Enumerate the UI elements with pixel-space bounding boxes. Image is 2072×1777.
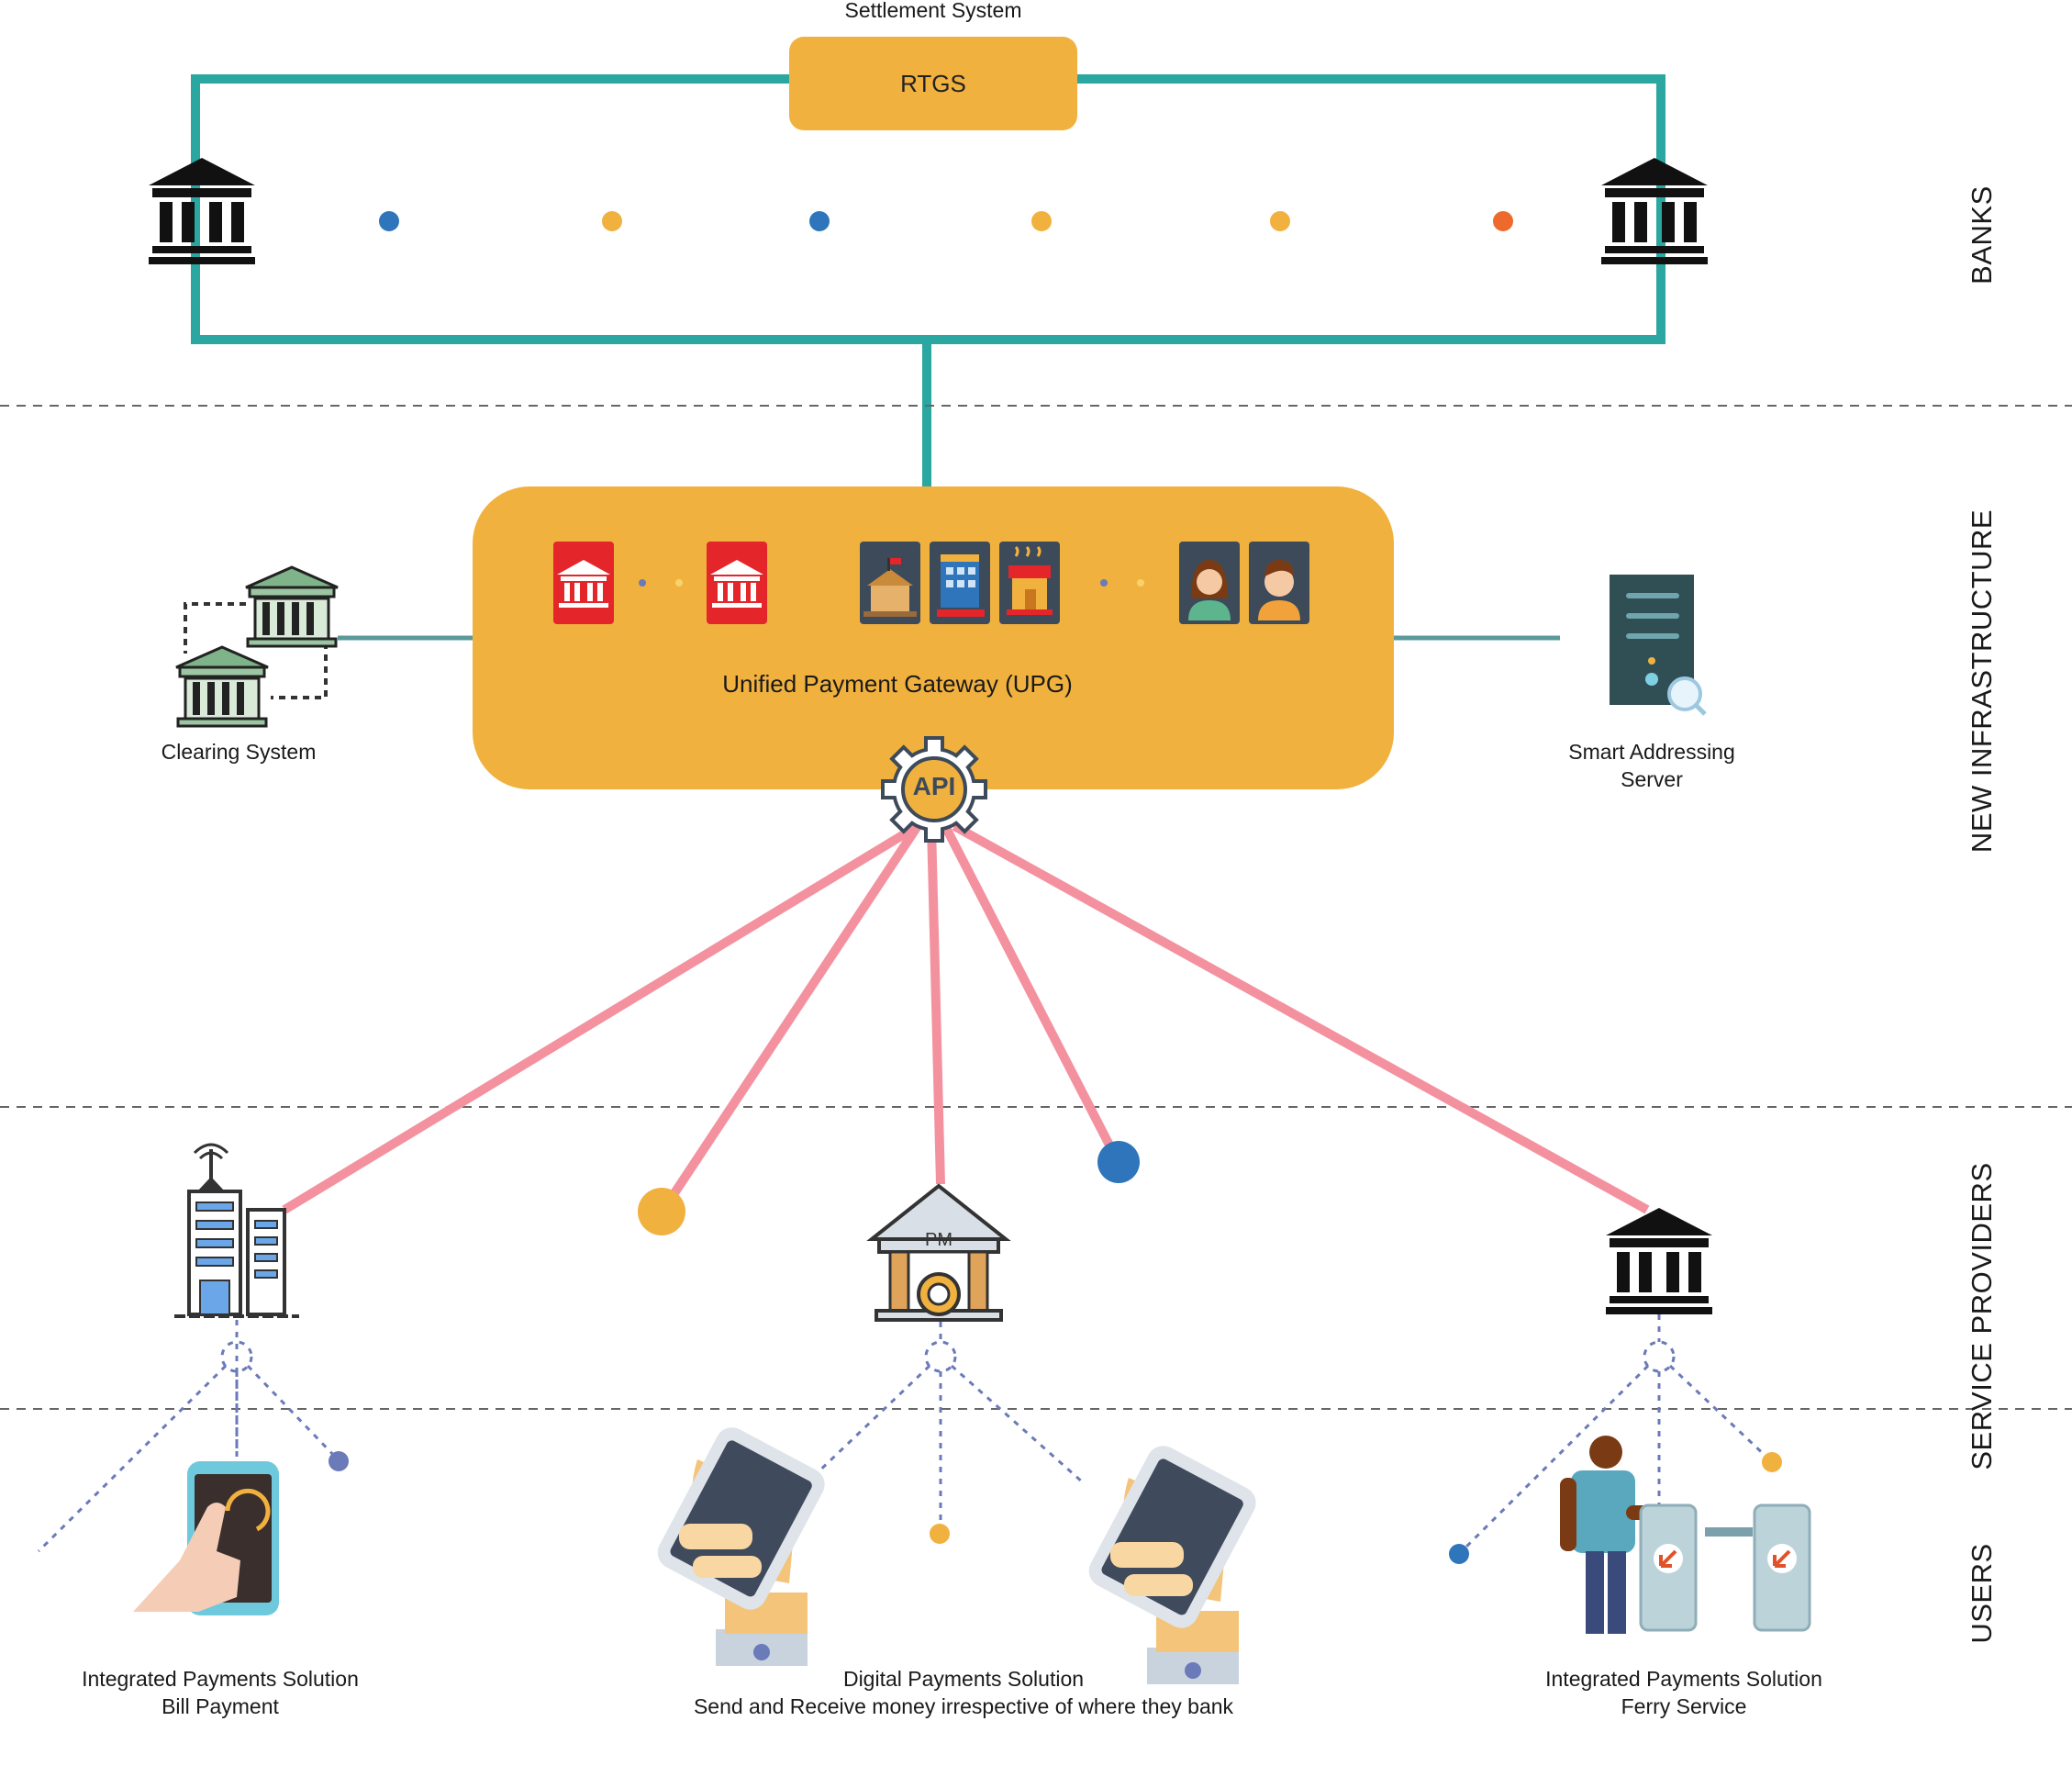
section-banks: BANKS bbox=[1966, 185, 1998, 285]
solution-caption-bill-payment: Integrated Payments Solution Bill Paymen… bbox=[82, 1667, 359, 1718]
clearing-system-icon bbox=[174, 565, 340, 728]
avatar-icon bbox=[1179, 542, 1240, 624]
user-connectors bbox=[37, 1314, 1771, 1553]
user-dot bbox=[1762, 1452, 1782, 1472]
smartphone-icon bbox=[133, 1461, 279, 1615]
user-dot bbox=[1449, 1544, 1469, 1564]
upg-label: Unified Payment Gateway (UPG) bbox=[722, 670, 1073, 698]
building-icon bbox=[174, 1143, 299, 1318]
bank-app-icon bbox=[553, 542, 614, 624]
hand-phone-icon-left bbox=[652, 1421, 830, 1666]
smart-addressing-label: Smart Addressing Server bbox=[1568, 740, 1735, 791]
api-gear-icon bbox=[881, 736, 987, 843]
post-office-icon bbox=[866, 1183, 1011, 1322]
merchant-icon bbox=[860, 542, 920, 624]
merchant-icon bbox=[930, 542, 990, 624]
rtgs-label: RTGS bbox=[900, 69, 966, 97]
bank-dot bbox=[1270, 211, 1290, 231]
provider-dot bbox=[638, 1188, 685, 1235]
bank-app-icon bbox=[707, 542, 767, 624]
server-icon bbox=[1610, 575, 1707, 716]
rtgs-box: RTGS bbox=[789, 37, 1077, 130]
api-connectors bbox=[282, 821, 1650, 1214]
bank-dot bbox=[1031, 211, 1052, 231]
bank-dot bbox=[379, 211, 399, 231]
upg-icons bbox=[553, 542, 1309, 624]
bank-icon-provider bbox=[1606, 1208, 1712, 1314]
user-dot bbox=[930, 1524, 950, 1544]
section-new-infrastructure: NEW INFRASTRUCTURE bbox=[1966, 509, 1998, 854]
bank-dot bbox=[1493, 211, 1513, 231]
clearing-system-label: Clearing System bbox=[161, 740, 317, 764]
user-dot bbox=[329, 1451, 349, 1471]
bank-dot bbox=[602, 211, 622, 231]
api-badge-label: API bbox=[912, 772, 956, 800]
bank-icon-left bbox=[149, 158, 255, 264]
post-office-sign: PM bbox=[925, 1230, 952, 1250]
section-users: USERS bbox=[1966, 1543, 1998, 1644]
bank-dot bbox=[809, 211, 830, 231]
bank-icon-right bbox=[1601, 158, 1708, 264]
diagram-canvas bbox=[0, 74, 2072, 1684]
solution-caption-ferry-service: Integrated Payments Solution Ferry Servi… bbox=[1545, 1667, 1822, 1718]
settlement-caption: Settlement System bbox=[844, 0, 1022, 22]
avatar-icon bbox=[1249, 542, 1309, 624]
turnstile-icon bbox=[1639, 1503, 1811, 1632]
solution-caption-digital-payments: Digital Payments Solution Send and Recei… bbox=[693, 1667, 1234, 1718]
hand-phone-icon-right bbox=[1083, 1439, 1262, 1684]
merchant-icon bbox=[999, 542, 1060, 624]
provider-dot bbox=[1097, 1141, 1140, 1183]
